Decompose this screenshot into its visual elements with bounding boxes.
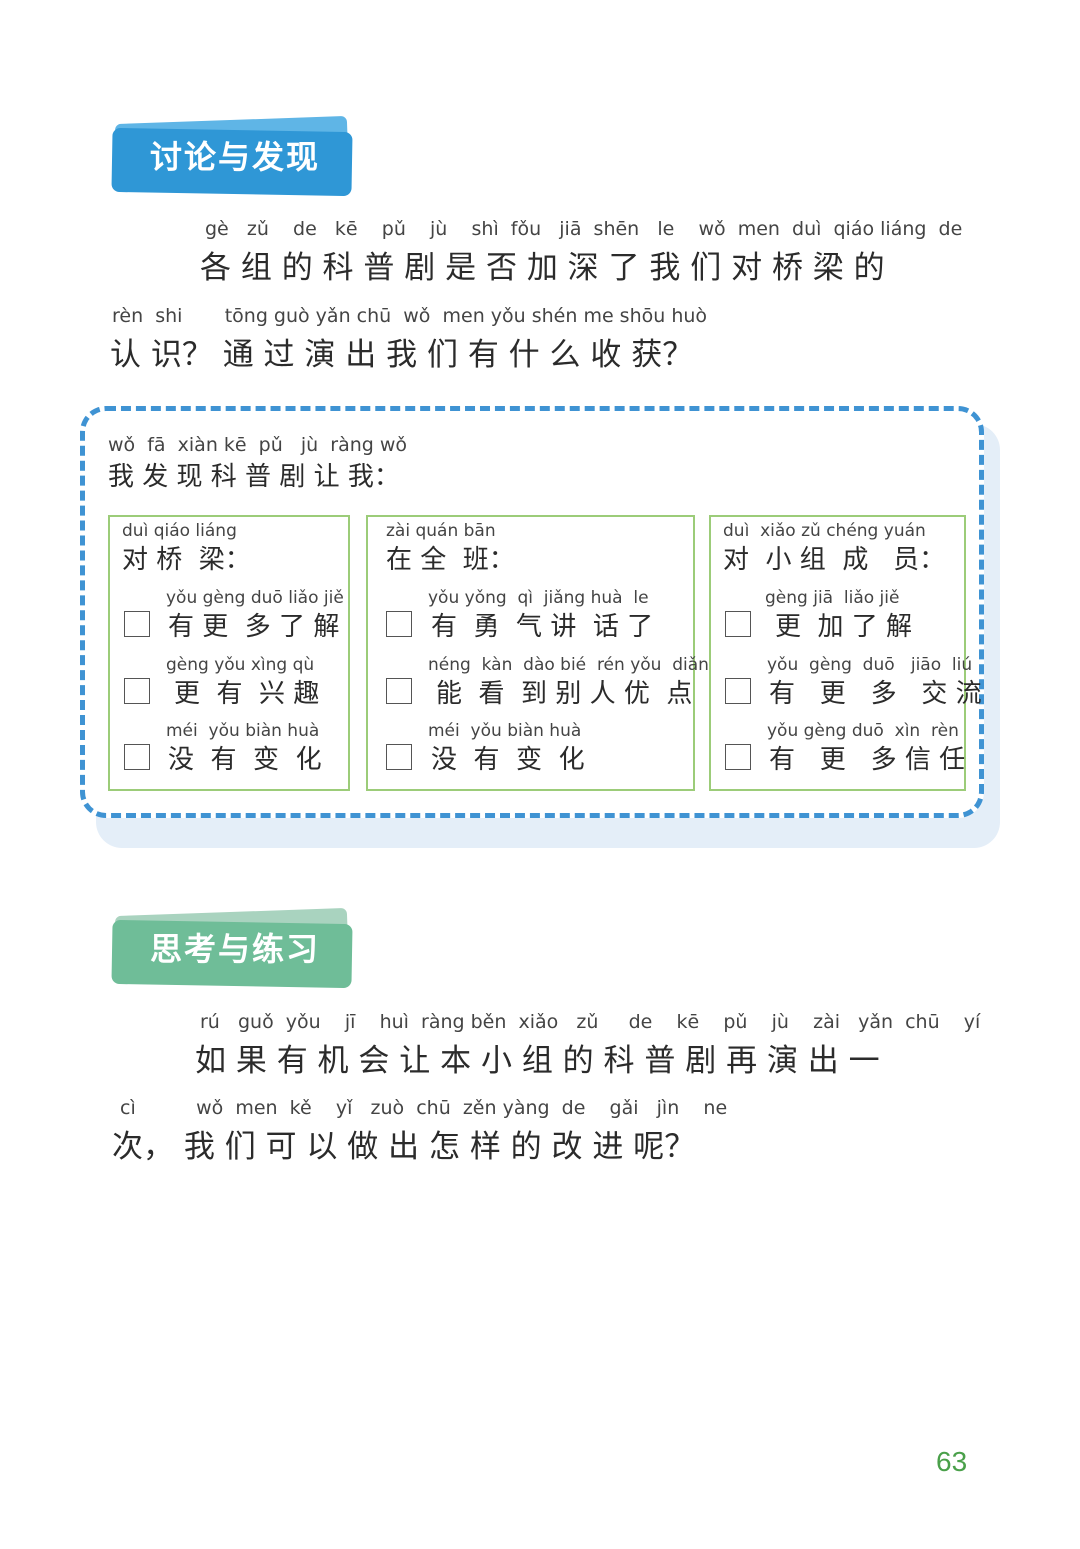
option-hanzi: 有 更 多 信 任 — [769, 745, 966, 775]
card-title-pinyin: duì qiáo liáng — [122, 521, 237, 541]
checkbox[interactable] — [386, 611, 412, 637]
checkbox[interactable] — [386, 678, 412, 704]
card-title-hanzi: 对 小 组 成 员： — [723, 545, 946, 575]
question2-line2-pinyin: cì wǒ men kě yǐ zuò chū zěn yàng de gǎi … — [120, 1097, 728, 1119]
option-pinyin: yǒu yǒng qì jiǎng huà le — [428, 588, 649, 608]
checkbox[interactable] — [386, 744, 412, 770]
card-title-hanzi: 对 桥 梁： — [122, 545, 251, 575]
checkbox[interactable] — [124, 611, 150, 637]
discovery-hanzi: 我 发 现 科 普 剧 让 我： — [108, 462, 400, 492]
option-hanzi: 有 更 多 交 流 — [769, 679, 982, 709]
option-pinyin: gèng yǒu xìng qù — [166, 655, 315, 675]
option-hanzi: 没 有 变 化 — [431, 745, 585, 775]
question1-line1-pinyin: gè zǔ de kē pǔ jù shì fǒu jiā shēn le wǒ… — [205, 218, 963, 240]
section-banner-discuss: 讨论与发现 — [111, 115, 353, 197]
card-class: zài quán bān 在 全 班： yǒu yǒng qì jiǎng hu… — [366, 515, 709, 791]
checkbox[interactable] — [725, 611, 751, 637]
card-group-members: duì xiǎo zǔ chéng yuán 对 小 组 成 员： gèng j… — [709, 515, 982, 791]
section-banner-think: 思考与练习 — [111, 907, 353, 989]
card-bridge: duì qiáo liáng 对 桥 梁： yǒu gèng duō liǎo … — [108, 515, 350, 791]
option-hanzi: 没 有 变 化 — [168, 745, 322, 775]
checkbox[interactable] — [725, 744, 751, 770]
option-pinyin: gèng jiā liǎo jiě — [765, 588, 900, 608]
question1-line2-hanzi: 认 识？ 通 过 演 出 我 们 有 什 么 收 获？ — [110, 337, 694, 373]
option-pinyin: yǒu gèng duō jiāo liú — [767, 655, 973, 675]
option-hanzi: 有 勇 气 讲 话 了 — [431, 612, 654, 642]
section-title: 讨论与发现 — [150, 138, 321, 176]
question2-line2-hanzi: 次， 我 们 可 以 做 出 怎 样 的 改 进 呢？ — [112, 1129, 696, 1165]
card-title-hanzi: 在 全 班： — [386, 545, 515, 575]
option-hanzi: 有 更 多 了 解 — [168, 612, 340, 642]
checkbox[interactable] — [124, 678, 150, 704]
option-pinyin: yǒu gèng duō xìn rèn — [767, 721, 959, 741]
section-title: 思考与练习 — [150, 930, 321, 968]
question1-line2-pinyin: rèn shi tōng guò yǎn chū wǒ men yǒu shén… — [112, 305, 708, 327]
page-number: 63 — [936, 1446, 968, 1477]
card-title-pinyin: duì xiǎo zǔ chéng yuán — [723, 521, 926, 541]
checkbox[interactable] — [725, 678, 751, 704]
question2-line1-pinyin: rú guǒ yǒu jī huì ràng běn xiǎo zǔ de kē… — [200, 1011, 981, 1033]
checkbox[interactable] — [124, 744, 150, 770]
question2-line1-hanzi: 如 果 有 机 会 让 本 小 组 的 科 普 剧 再 演 出 一 — [195, 1043, 880, 1079]
option-pinyin: méi yǒu biàn huà — [166, 721, 320, 741]
question1-line1-hanzi: 各 组 的 科 普 剧 是 否 加 深 了 我 们 对 桥 梁 的 — [200, 250, 885, 286]
option-pinyin: méi yǒu biàn huà — [428, 721, 582, 741]
option-pinyin: néng kàn dào bié rén yǒu diǎn — [428, 655, 709, 675]
option-pinyin: yǒu gèng duō liǎo jiě — [166, 588, 344, 608]
card-title-pinyin: zài quán bān — [386, 521, 496, 541]
discovery-pinyin: wǒ fā xiàn kē pǔ jù ràng wǒ — [108, 434, 408, 456]
option-hanzi: 更 加 了 解 — [775, 612, 913, 642]
option-hanzi: 能 看 到 别 人 优 点 — [436, 679, 693, 709]
option-hanzi: 更 有 兴 趣 — [174, 679, 320, 709]
